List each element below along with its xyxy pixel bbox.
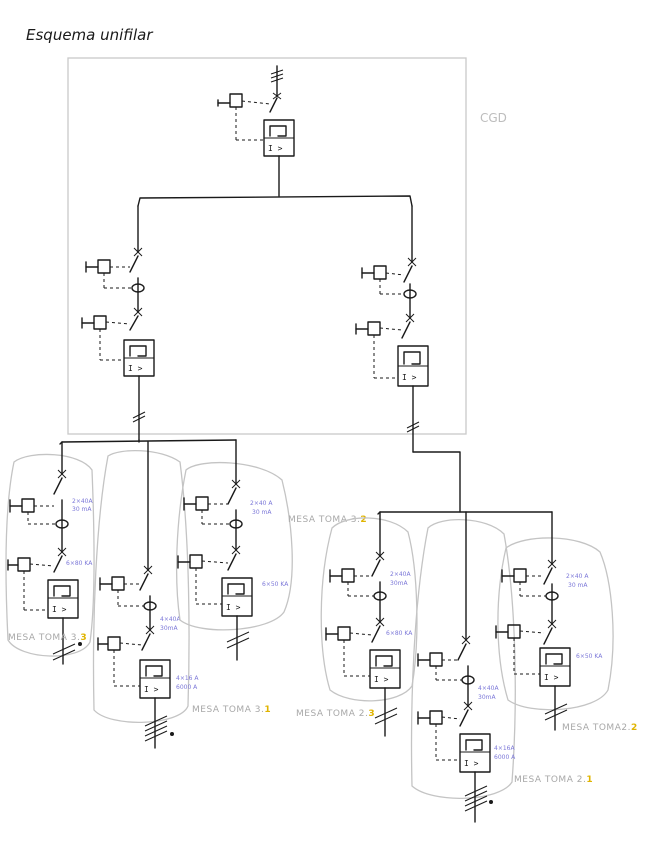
spec-rcd: 4×40A	[160, 616, 181, 623]
breaker-symbol: I >	[52, 605, 67, 614]
main-busbar	[137, 195, 413, 207]
riser-table2	[412, 451, 461, 513]
cgd-label: CGD	[480, 111, 507, 125]
cgd-feeder-left: I >	[81, 205, 155, 441]
cgd-panel-frame	[67, 57, 467, 435]
table-label: MESA TOMA 2.3	[296, 709, 375, 719]
breaker-symbol: I >	[402, 373, 417, 382]
spec-rcd: 2×40A	[390, 571, 411, 578]
diagram-title: Esquema unifilar	[26, 26, 153, 44]
mesa-toma-2-3: I > 2×40A 30mA 6×80 KA MESA TOMA 2.3	[296, 511, 418, 737]
busbar-table2	[377, 511, 553, 515]
breaker-symbol: I >	[226, 603, 241, 612]
mesa-toma-3-3: I > 2×40A 30 mA 6×80 KA MESA TOMA 3.3	[5, 441, 95, 665]
spec-rcd-sens: 30 mA	[252, 509, 272, 516]
table-label: MESA TOMA 3.3	[8, 633, 87, 643]
main-incomer: I >	[217, 65, 295, 197]
breaker-symbol: I >	[268, 144, 283, 153]
spec-breaker: 6×80 KA	[66, 560, 93, 567]
mesa-toma-2-1: I > 4×40A 30mA 4×16A 6000 A MESA TOMA 2.…	[410, 511, 593, 823]
breaker-symbol: I >	[544, 673, 559, 682]
spec-rcd-sens: 30mA	[478, 694, 496, 701]
spec-rcd-sens: 30 mA	[568, 582, 588, 589]
cgd-feeder-right: I >	[355, 205, 429, 453]
spec-breaker: 6×50 KA	[576, 653, 603, 660]
spec-breaker: 6×80 KA	[386, 630, 413, 637]
spec-breaker: 6×50 KA	[262, 581, 289, 588]
spec-breaker: 4×16 A	[176, 675, 199, 682]
spec-breaker-icu: 6000 A	[176, 684, 198, 691]
table-label: MESA TOMA 3.1	[192, 705, 271, 715]
mesa-toma-3-1: I > 4×40A 30mA 4×16 A 6000 A MESA TOMA 3…	[92, 441, 271, 749]
table-label: MESA TOMA2.2	[562, 723, 638, 733]
table-label: MESA TOMA 3.2	[288, 515, 367, 525]
spec-rcd: 4×40A	[478, 685, 499, 692]
spec-rcd: 2×40 A	[250, 500, 273, 507]
spec-rcd-sens: 30mA	[160, 625, 178, 632]
breaker-symbol: I >	[374, 675, 389, 684]
breaker-symbol: I >	[128, 364, 143, 373]
mesa-toma-3-2: I > 2×40 A 30 mA 6×50 KA MESA TOMA 3.2	[175, 439, 367, 661]
spec-breaker: 4×16A	[494, 745, 515, 752]
breaker-symbol: I >	[464, 759, 479, 768]
mesa-toma-2-2: I > 2×40 A 30 mA 6×50 KA MESA TOMA2.2	[495, 511, 638, 733]
spec-breaker-icu: 6000 A	[494, 754, 516, 761]
spec-rcd: 2×40 A	[566, 573, 589, 580]
breaker-symbol: I >	[144, 685, 159, 694]
spec-rcd-sens: 30mA	[390, 580, 408, 587]
spec-rcd-sens: 30 mA	[72, 506, 92, 513]
spec-rcd: 2×40A	[72, 498, 93, 505]
table-label: MESA TOMA 2.1	[514, 775, 593, 785]
